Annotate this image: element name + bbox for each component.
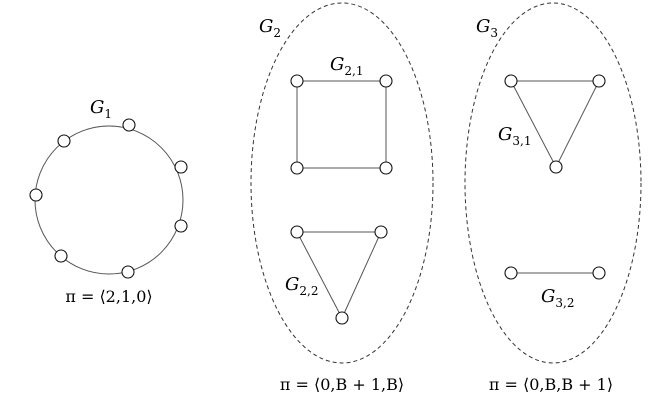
g22-triangle-graph: G2,2 [285,225,388,325]
edge [296,231,343,319]
g32-edge-graph: G3,2 [504,266,606,310]
g1-vertex [122,118,136,132]
g2-label: G2 [259,16,281,40]
graph-g2: G2 G2,1 G2,2 π = [250,2,434,394]
graph-g3: G3 G3,1 G3,2 π = ⟨0,B,B + 1⟩ [464,2,642,394]
g1-caption: π = ⟨2,1,0⟩ [65,287,152,306]
g31-vertex [592,74,606,88]
g3-boundary [464,2,642,364]
g1-vertex [29,188,43,202]
g22-vertex [290,225,304,239]
g31-vertex [504,74,518,88]
g1-vertex [121,265,135,279]
graph-g1: G1 π = ⟨2,1,0⟩ [29,97,188,306]
g31-vertex [549,160,563,174]
g32-vertex [504,266,518,280]
g1-label: G1 [90,97,112,121]
g31-label: G3,1 [498,124,531,148]
g22-vertex [374,225,388,239]
g1-vertex [174,160,188,174]
g1-vertex [54,249,68,263]
g22-label: G2,2 [285,274,318,298]
g1-vertex [174,219,188,233]
edge [341,231,382,319]
g21-label: G2,1 [330,54,363,78]
g21-vertex [379,74,393,88]
g3-label: G3 [476,16,498,40]
g21-vertex [290,74,304,88]
g21-vertex [379,161,393,175]
edge [555,80,600,168]
g22-vertex [335,311,349,325]
g2-caption: π = ⟨0,B + 1,B⟩ [280,375,404,394]
g31-triangle-graph: G3,1 [498,74,606,174]
g21-vertex [290,161,304,175]
edge [510,80,557,168]
g1-vertex [57,134,71,148]
g32-label: G3,2 [541,286,574,310]
g3-caption: π = ⟨0,B,B + 1⟩ [489,375,613,394]
g2-boundary [250,2,434,364]
g32-vertex [592,266,606,280]
g21-square-graph: G2,1 [290,54,393,175]
